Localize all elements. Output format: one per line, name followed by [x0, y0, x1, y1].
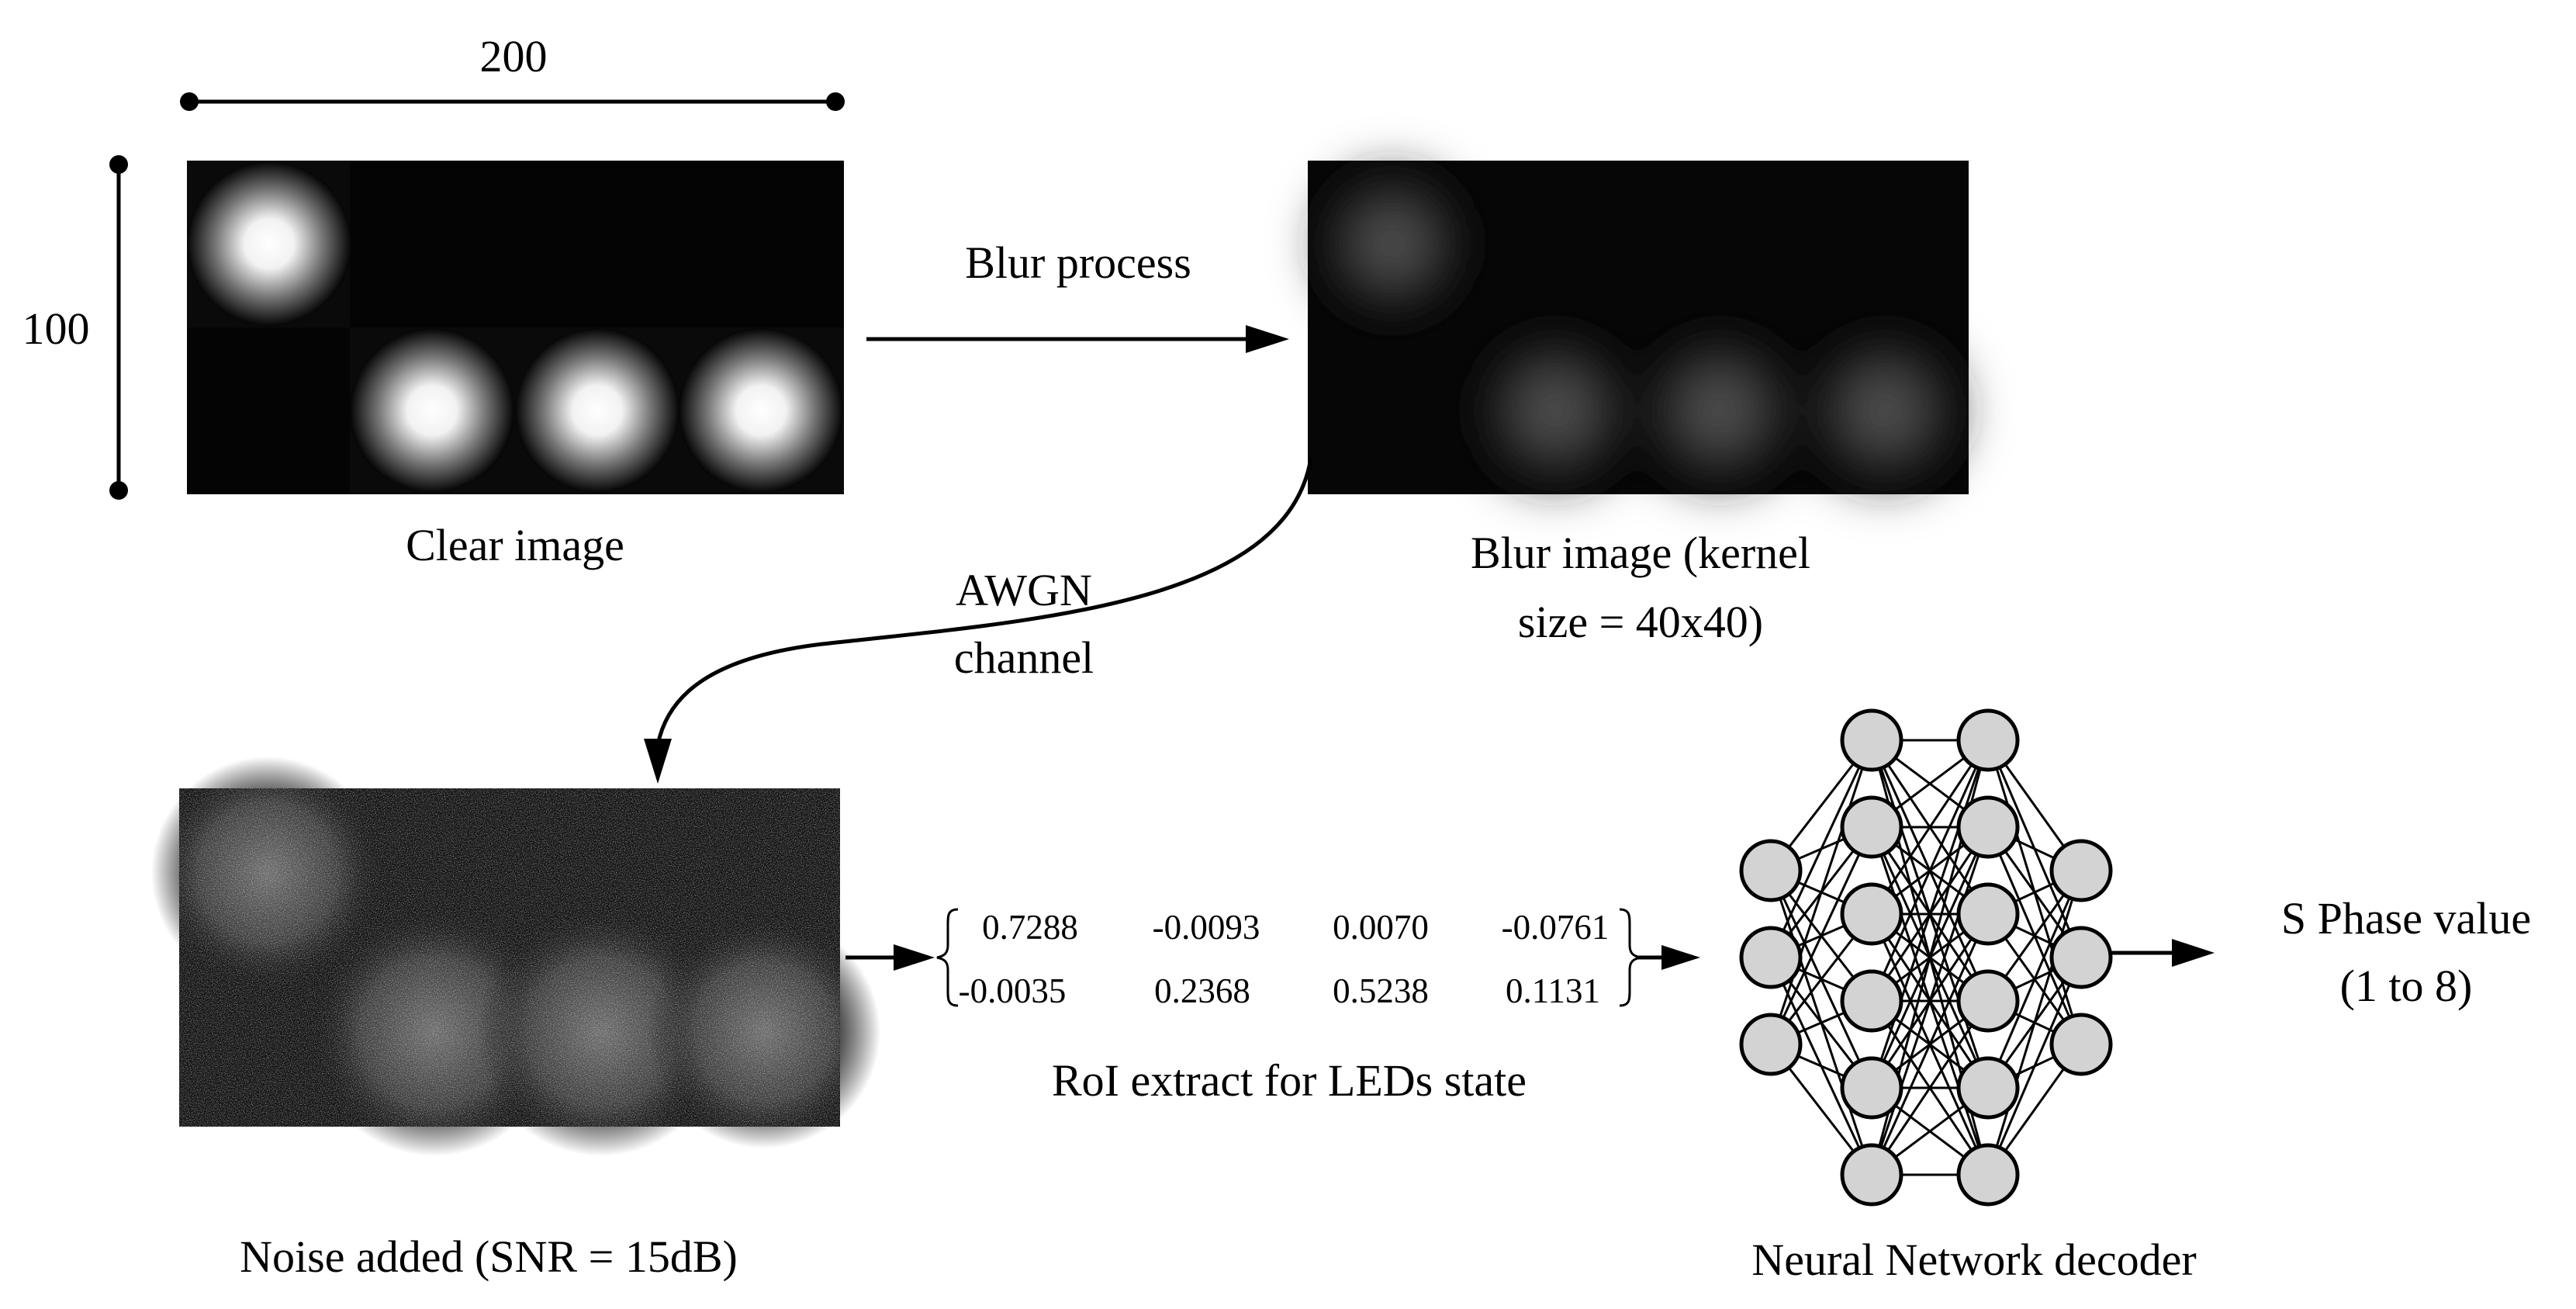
- nn-node-layer-2: [1840, 795, 1903, 859]
- roi-matrix: 0.7288 -0.0093 0.0070 -0.0761 -0.0035 0.…: [936, 908, 1641, 1010]
- nn-connection: [1870, 826, 1990, 1176]
- blur-image-caption-line2: size = 40x40): [1518, 597, 1763, 647]
- nn-node-layer-2: [1840, 1143, 1903, 1207]
- nn-node-layer-3: [1956, 1056, 2020, 1120]
- nn-connection: [1870, 739, 1990, 1002]
- matrix-cell: -0.0035: [959, 971, 1067, 1010]
- neural-network-decoder: [1739, 708, 2113, 1207]
- nn-connection: [1870, 739, 1990, 915]
- nn-connection: [1986, 870, 2083, 1089]
- blur-image: [1307, 158, 1974, 500]
- height-label: 100: [22, 303, 90, 354]
- noisy-image: [151, 757, 880, 1156]
- nn-connection: [1769, 826, 1873, 1045]
- blur-image-caption-line1: Blur image (kernel: [1471, 528, 1810, 578]
- width-dimension: 200: [180, 31, 845, 111]
- matrix-left-brace: [936, 908, 959, 1007]
- output-arrow-head: [2172, 939, 2215, 967]
- width-label: 200: [480, 31, 548, 81]
- nn-connection: [1870, 739, 1990, 1089]
- noisy-to-roi-arrow-head: [894, 944, 935, 971]
- noisy-image-caption: Noise added (SNR = 15dB): [240, 1231, 738, 1282]
- roi-caption: RoI extract for LEDs state: [1052, 1055, 1527, 1106]
- nn-node-layer-2: [1840, 882, 1903, 946]
- clear-image: [187, 161, 844, 494]
- roi-to-decoder-arrow-head: [1661, 945, 1700, 970]
- nn-connection: [1769, 739, 1873, 958]
- output-label-line2: (1 to 8): [2340, 961, 2473, 1011]
- awgn-channel-arrow: [655, 457, 1313, 746]
- nn-connection: [1870, 1000, 1990, 1176]
- nn-connection: [1870, 913, 1990, 1176]
- matrix-cell: -0.0093: [1153, 908, 1260, 947]
- clear-image-caption: Clear image: [406, 520, 624, 570]
- matrix-cell: 0.7288: [982, 908, 1078, 947]
- matrix-cell: 0.2368: [1154, 971, 1250, 1010]
- matrix-right-brace: [1619, 908, 1641, 1007]
- output-label-line1: S Phase value: [2281, 893, 2531, 944]
- nn-node-layer-1: [1739, 926, 1803, 989]
- awgn-arrow-head: [644, 739, 672, 784]
- matrix-cell: 0.5238: [1333, 971, 1429, 1010]
- nn-node-layer-4: [2049, 926, 2113, 989]
- nn-node-layer-4: [2049, 1013, 2113, 1076]
- nn-connection: [1769, 739, 1873, 1045]
- matrix-cell: -0.0761: [1502, 908, 1610, 947]
- blur-process-label: Blur process: [965, 237, 1191, 288]
- decoder-caption: Neural Network decoder: [1751, 1235, 2196, 1285]
- matrix-cell: 0.1131: [1506, 971, 1600, 1010]
- nn-node-layer-1: [1739, 839, 1803, 902]
- nn-node-layer-1: [1739, 1013, 1803, 1076]
- nn-node-layer-3: [1956, 969, 2020, 1033]
- nn-node-layer-3: [1956, 708, 2020, 772]
- nn-node-layer-3: [1956, 795, 2020, 859]
- height-dimension: 100: [22, 155, 128, 500]
- nn-node-layer-4: [2049, 839, 2113, 902]
- blur-arrow-head: [1246, 325, 1289, 353]
- nn-connection: [1986, 957, 2083, 1176]
- nn-node-layer-2: [1840, 708, 1903, 772]
- nn-node-layer-2: [1840, 969, 1903, 1033]
- awgn-label-line1: AWGN: [956, 565, 1092, 615]
- nn-node-layer-2: [1840, 1056, 1903, 1120]
- nn-node-layer-3: [1956, 1143, 2020, 1207]
- nn-node-layer-3: [1956, 882, 2020, 946]
- awgn-label-line2: channel: [954, 632, 1094, 683]
- matrix-cell: 0.0070: [1333, 908, 1429, 947]
- nn-connection: [1986, 870, 2083, 1176]
